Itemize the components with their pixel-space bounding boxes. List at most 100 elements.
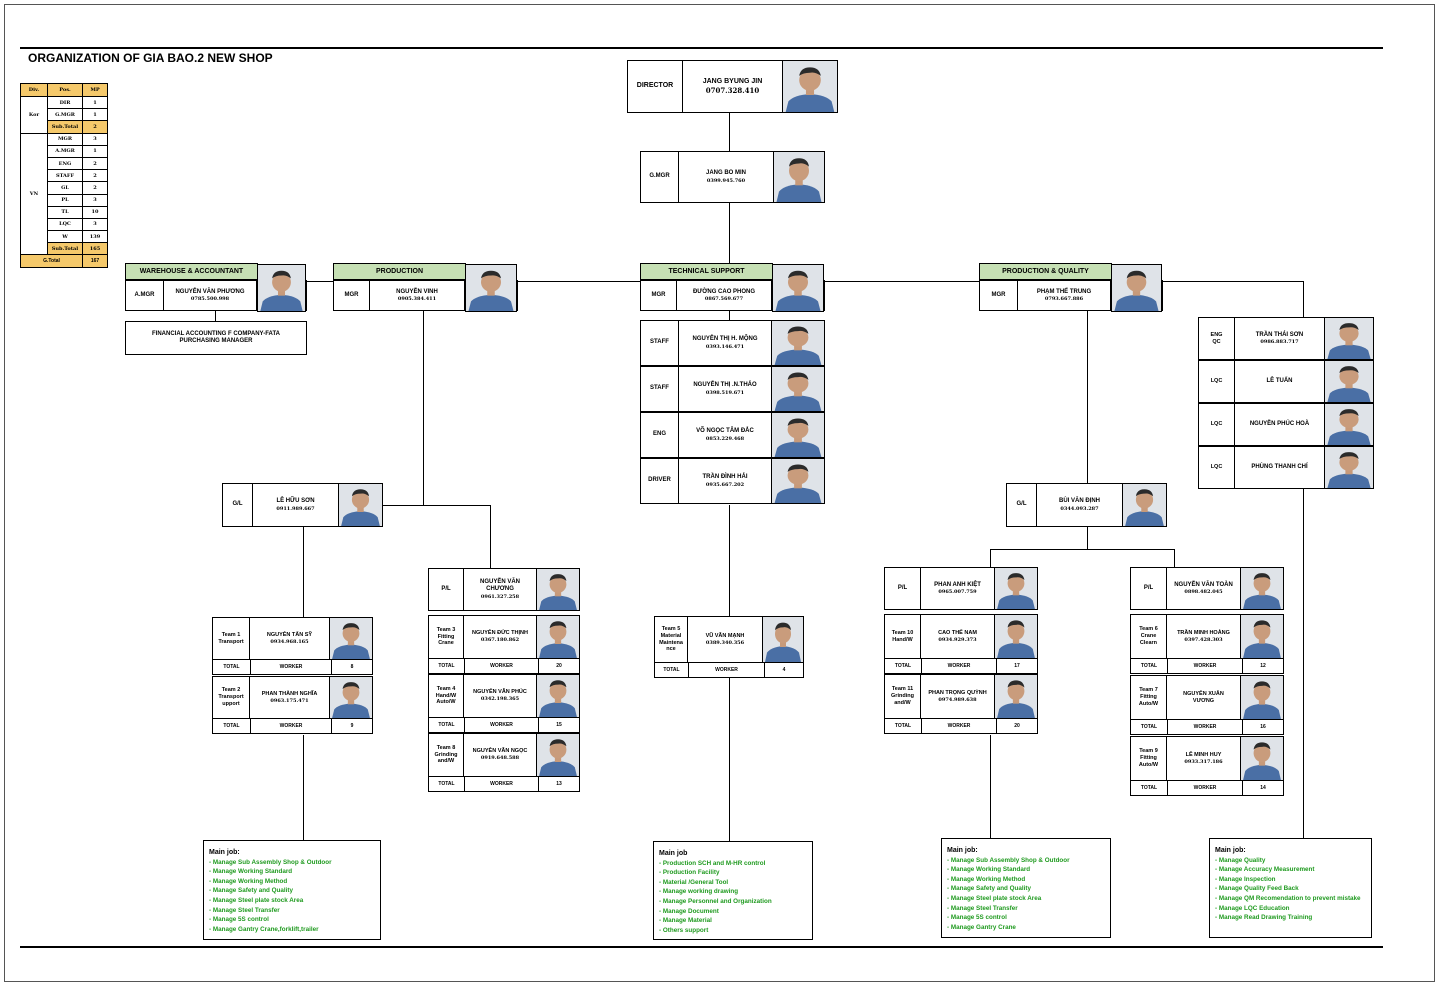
- team-label: Team 8 Grinding and/W: [429, 734, 464, 776]
- person-phone: 0398.519.671: [705, 389, 745, 396]
- person-photo: [257, 264, 306, 312]
- person-phone: 0911.989.667: [276, 505, 315, 512]
- grand-total-row: G.Total 167: [20, 254, 108, 269]
- position-label: P/L: [429, 569, 464, 610]
- worker-label: WORKER: [1168, 659, 1243, 673]
- person-photo: [774, 152, 824, 202]
- connector-line: [490, 505, 491, 568]
- person-name: TRẦN ĐÌNH HẢI: [702, 474, 748, 481]
- team-label: Team 4 Hand/W Auto/W: [429, 675, 464, 717]
- person-phone: 0965.007.759: [938, 589, 977, 596]
- table-header-pos: Pos.: [47, 83, 83, 97]
- position-label: MGR: [641, 281, 677, 310]
- position-label: MGR: [334, 281, 370, 310]
- worker-count: 15: [556, 722, 562, 728]
- bottom-rule: [20, 946, 1383, 948]
- top-rule: [20, 47, 1383, 49]
- main-job-item: - Manage Sub Assembly Shop & Outdoor: [947, 856, 1070, 864]
- position-label: LQC: [1199, 447, 1235, 488]
- main-job-item: - Manage LQC Education: [1215, 904, 1290, 912]
- person-name: NGUYỄN TẤN SỸ: [266, 631, 313, 638]
- table-cell: STAFF: [47, 169, 83, 183]
- main-job-item: - Manage Working Standard: [947, 866, 1031, 874]
- total-label: TOTAL: [655, 663, 689, 677]
- worker-count: 12: [1260, 663, 1266, 669]
- technical-main-job: Main job- Production SCH and M-HR contro…: [653, 841, 813, 940]
- main-job-item: - Material /General Tool: [659, 878, 729, 886]
- main-job-item: - Manage Inspection: [1215, 875, 1276, 883]
- person-name: VÕ NGỌC TÂM ĐẮC: [696, 428, 754, 435]
- main-job-item: - Manage Personnel and Organization: [659, 897, 772, 905]
- connector-line: [303, 735, 304, 840]
- pq-main-job-2: Main job:- Manage Quality- Manage Accura…: [1209, 838, 1372, 938]
- person-name: JANG BYUNG JIN: [702, 77, 763, 85]
- worker-label: WORKER: [689, 663, 765, 677]
- table-cell: A.MGR: [47, 144, 83, 158]
- position-label: G.MGR: [641, 152, 679, 202]
- connector-line: [729, 203, 730, 263]
- person-name: PHẠM THẾ TRUNG: [1036, 288, 1092, 295]
- person-photo: [995, 568, 1037, 609]
- person-phone: 0935.667.202: [705, 481, 745, 488]
- person-name: LÊ TUẤN: [1266, 377, 1293, 384]
- dept-technical-header: TECHNICAL SUPPORT: [640, 263, 773, 280]
- person-photo: [772, 459, 824, 503]
- person-name: LÊ HỮU SƠN: [276, 498, 315, 505]
- person-photo: [772, 413, 824, 457]
- total-label: TOTAL: [1131, 781, 1168, 795]
- connector-line: [729, 505, 730, 616]
- person-photo: [763, 617, 803, 662]
- position-label: STAFF: [641, 367, 679, 411]
- person-phone: 0342.198.365: [480, 696, 520, 703]
- main-job-item: - Manage Working Standard: [209, 868, 293, 876]
- person-phone: 0367.180.862: [480, 637, 520, 644]
- position-label: G/L: [223, 484, 253, 526]
- person-name: CAO THẾ NAM: [938, 629, 977, 636]
- position-label: P/L: [1131, 568, 1167, 609]
- main-job-item: - Manage 5S control: [947, 914, 1007, 922]
- total-label: TOTAL: [213, 719, 251, 733]
- dept-warehouse-header: WAREHOUSE & ACCOUNTANT: [125, 263, 258, 280]
- main-job-title: Main job:: [1215, 847, 1246, 854]
- person-photo: [1325, 318, 1373, 359]
- person-name: NGUYỄN VINH: [396, 288, 438, 295]
- main-job-item: - Manage Working Method: [209, 877, 288, 885]
- connector-line: [1174, 549, 1175, 567]
- person-phone: 0867.569.677: [704, 296, 744, 303]
- person-photo: [1325, 404, 1373, 445]
- team-label: Team 7 Fitting Auto/W: [1131, 676, 1167, 719]
- main-job-title: Main job:: [947, 847, 978, 854]
- table-cell: 1: [82, 108, 108, 122]
- position-label: MGR: [980, 281, 1018, 310]
- worker-label: WORKER: [465, 718, 539, 732]
- table-cell: W: [47, 230, 83, 244]
- position-label: A.MGR: [126, 281, 164, 310]
- person-photo: [1241, 676, 1283, 719]
- person-name: NGUYỄN VĂN TOÀN: [1174, 581, 1233, 588]
- position-label: DIRECTOR: [628, 61, 683, 112]
- person-name: LÊ MINH HUY: [1185, 751, 1222, 758]
- main-job-item: - Manage Steel plate stock Area: [947, 894, 1042, 902]
- person-phone: 0344.093.287: [1060, 505, 1099, 512]
- connector-line: [990, 549, 991, 567]
- person-phone: 0397.428.303: [1184, 636, 1223, 643]
- vn-label: VN: [20, 132, 48, 256]
- person-photo: [330, 618, 372, 659]
- person-name: PHAN THÀNH NGHĨA: [261, 690, 318, 697]
